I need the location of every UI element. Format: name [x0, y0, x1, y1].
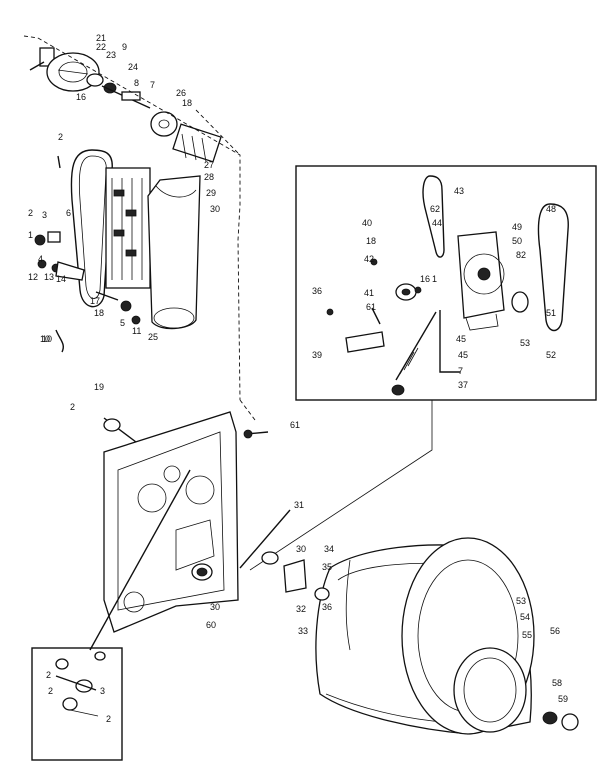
part-number-label: 82	[516, 250, 526, 260]
part-number-label: 29	[206, 188, 216, 198]
part-number-label: 62	[430, 204, 440, 214]
part-number-label: 28	[204, 172, 214, 182]
part-number-label: 8	[134, 78, 139, 88]
part-number-label: 23	[106, 50, 116, 60]
part-number-label: 45	[458, 350, 468, 360]
part-number-label: 19	[94, 382, 104, 392]
part-number-label: 3	[100, 686, 105, 696]
part-number-label: 42	[364, 254, 374, 264]
part-number-label: 30	[296, 544, 306, 554]
rear-panel	[103, 411, 269, 633]
part-number-label: 5	[120, 318, 125, 328]
part-number-label: 1	[432, 274, 437, 284]
part-number-label: 54	[520, 612, 530, 622]
long-leaders	[89, 400, 433, 651]
part-number-label: 26	[176, 88, 186, 98]
heater-box	[105, 167, 151, 289]
motor-inset-frame	[295, 165, 597, 401]
part-number-label: 2	[70, 402, 75, 412]
part-number-label: 24	[128, 62, 138, 72]
part-number-label: 50	[512, 236, 522, 246]
part-number-label: 44	[432, 218, 442, 228]
part-number-label: 7	[150, 80, 155, 90]
part-number-label: 25	[148, 332, 158, 342]
part-number-label: 11	[132, 326, 141, 336]
part-number-label: 43	[454, 186, 464, 196]
part-number-label: 36	[312, 286, 322, 296]
part-number-label: 10	[40, 334, 50, 344]
part-number-label: 18	[94, 308, 104, 318]
part-number-label: 60	[206, 620, 216, 630]
part-number-label: 34	[324, 544, 334, 554]
part-number-label: 33	[298, 626, 308, 636]
part-number-label: 3	[42, 210, 47, 220]
part-number-label: 32	[296, 604, 306, 614]
part-number-label: 49	[512, 222, 522, 232]
part-number-label: 2	[28, 208, 33, 218]
part-number-label: 9	[122, 42, 127, 52]
part-number-label: 7	[458, 366, 463, 376]
top-pulley-assembly	[29, 47, 222, 163]
motor-inset-parts	[326, 175, 569, 396]
part-number-label: 2	[58, 132, 63, 142]
part-number-label: 4	[38, 254, 43, 264]
bottom-inset	[31, 647, 123, 761]
part-number-label: 52	[546, 350, 556, 360]
part-number-label: 1	[28, 230, 33, 240]
part-number-label: 2	[106, 714, 111, 724]
part-number-label: 41	[364, 288, 374, 298]
part-number-label: 12	[28, 272, 38, 282]
part-number-label: 61	[290, 420, 300, 430]
part-number-label: 59	[558, 694, 568, 704]
part-number-label: 22	[96, 42, 106, 52]
part-number-label: 35	[322, 562, 332, 572]
duct-right	[147, 175, 201, 330]
part-number-label: 55	[522, 630, 532, 640]
part-number-label: 17	[90, 296, 100, 306]
part-number-label: 30	[210, 204, 220, 214]
part-number-label: 30	[210, 602, 220, 612]
drum-assembly	[261, 537, 579, 735]
part-number-label: 45	[456, 334, 466, 344]
part-number-label: 14	[56, 274, 66, 284]
part-number-label: 56	[550, 626, 560, 636]
part-number-label: 16	[420, 274, 430, 284]
part-number-label: 61	[366, 302, 376, 312]
part-number-label: 58	[552, 678, 562, 688]
part-number-label: 21	[96, 33, 106, 43]
small-parts-left	[34, 155, 141, 353]
part-number-label: 31	[294, 500, 304, 510]
dashed-leaders	[23, 35, 256, 421]
part-number-label: 53	[520, 338, 530, 348]
part-number-label: 39	[312, 350, 322, 360]
part-number-label: 37	[458, 380, 468, 390]
part-number-label: 48	[546, 204, 556, 214]
part-number-label: 53	[516, 596, 526, 606]
part-number-label: 2	[48, 686, 53, 696]
part-number-label: 36	[322, 602, 332, 612]
part-number-label: 6	[66, 208, 71, 218]
part-number-label: 2	[46, 670, 51, 680]
part-number-label: 10	[42, 334, 52, 344]
part-number-label: 40	[362, 218, 372, 228]
part-number-label: 18	[182, 98, 192, 108]
part-number-label: 16	[76, 92, 86, 102]
part-number-label: 51	[546, 308, 556, 318]
part-number-label: 27	[204, 160, 214, 170]
part-number-label: 18	[366, 236, 376, 246]
belt-left	[70, 149, 113, 308]
part-number-label: 13	[44, 272, 54, 282]
